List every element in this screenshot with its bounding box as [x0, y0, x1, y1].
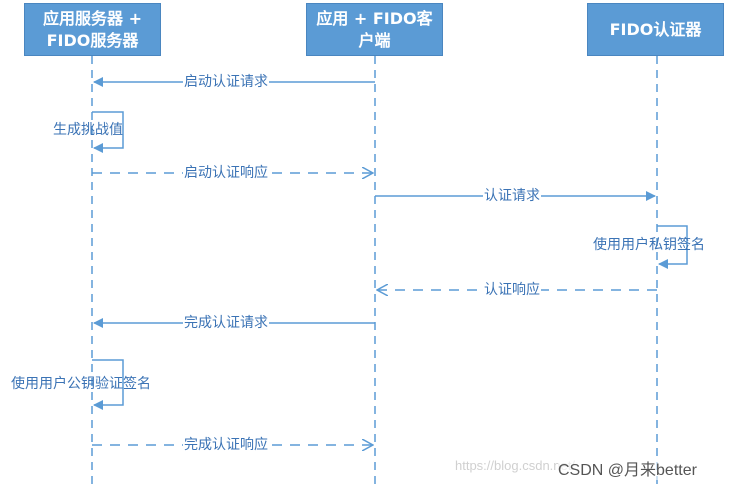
message-label-1: 启动认证请求 [183, 73, 269, 91]
message-label-9: 完成认证响应 [183, 436, 269, 454]
message-label-2: 生成挑战值 [53, 122, 123, 138]
actor-client: 应用 + FIDO客 户端 [306, 3, 443, 56]
message-label-7: 完成认证请求 [183, 314, 269, 332]
author-credit: CSDN @月来better [558, 456, 697, 480]
message-label-6: 认证响应 [483, 281, 541, 299]
self-loop-arrow-5 [657, 225, 688, 269]
actor-app-server: 应用服务器 + FIDO服务器 [24, 3, 161, 56]
actor-authenticator: FIDO认证器 [587, 3, 724, 56]
message-label-5: 使用用户私钥签名 [593, 237, 705, 253]
message-label-4: 认证请求 [483, 187, 541, 205]
watermark-text: https://blog.csdn.net/ [455, 458, 575, 473]
self-loop-arrow-8 [92, 359, 124, 410]
message-label-8: 使用用户公钥验证签名 [11, 376, 151, 392]
self-loop-arrow-2 [92, 111, 124, 153]
message-label-3: 启动认证响应 [183, 164, 269, 182]
